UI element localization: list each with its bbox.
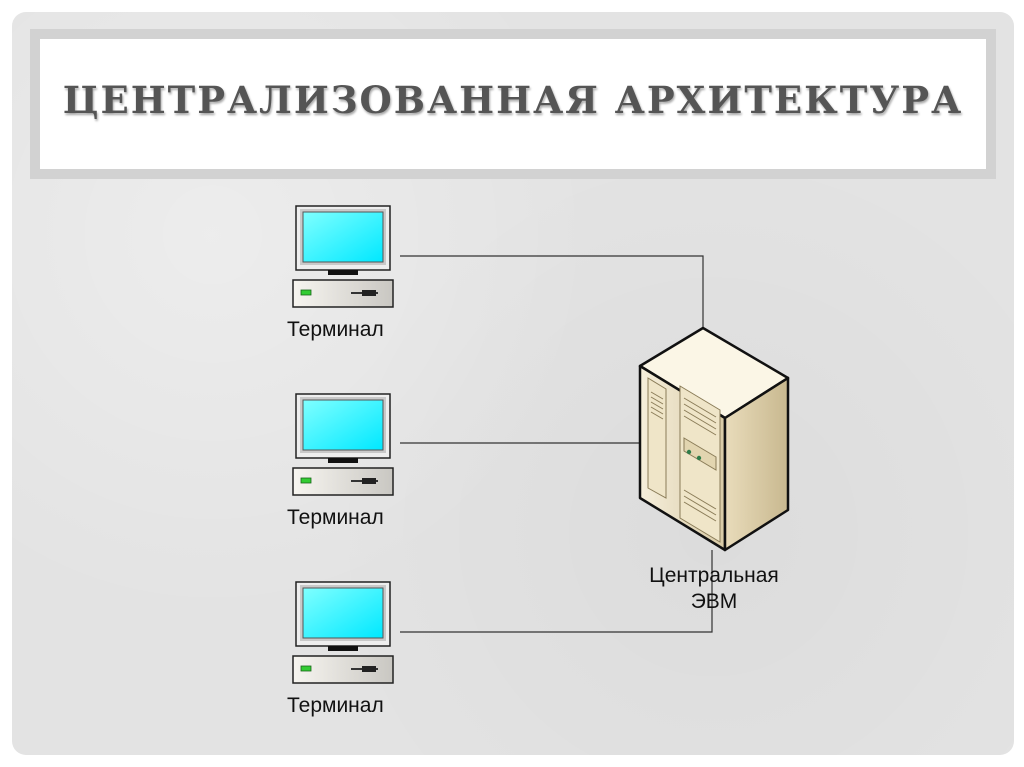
link-terminal-3 bbox=[400, 550, 713, 633]
terminal-3-label: Терминал bbox=[287, 694, 384, 717]
title-frame: ЦЕНТРАЛИЗОВАННАЯ АРХИТЕКТУРА bbox=[30, 29, 996, 179]
server-label-line-1: Центральная bbox=[649, 564, 779, 587]
server-tower-icon bbox=[638, 326, 790, 552]
link-terminal-1 bbox=[400, 255, 704, 328]
connection-lines bbox=[400, 255, 713, 633]
terminal-1-icon bbox=[292, 205, 394, 308]
slide-title: ЦЕНТРАЛИЗОВАННАЯ АРХИТЕКТУРА bbox=[62, 78, 964, 122]
terminal-1-label: Терминал bbox=[287, 318, 384, 341]
slide: ЦЕНТРАЛИЗОВАННАЯ АРХИТЕКТУРА bbox=[12, 12, 1014, 755]
server-label: Центральная ЭВМ bbox=[624, 563, 804, 615]
server-label-line-2: ЭВМ bbox=[690, 590, 738, 613]
terminal-2-icon bbox=[292, 393, 394, 496]
terminal-3-icon bbox=[292, 581, 394, 684]
terminal-2-label: Терминал bbox=[287, 506, 384, 529]
title-box: ЦЕНТРАЛИЗОВАННАЯ АРХИТЕКТУРА bbox=[40, 39, 986, 169]
